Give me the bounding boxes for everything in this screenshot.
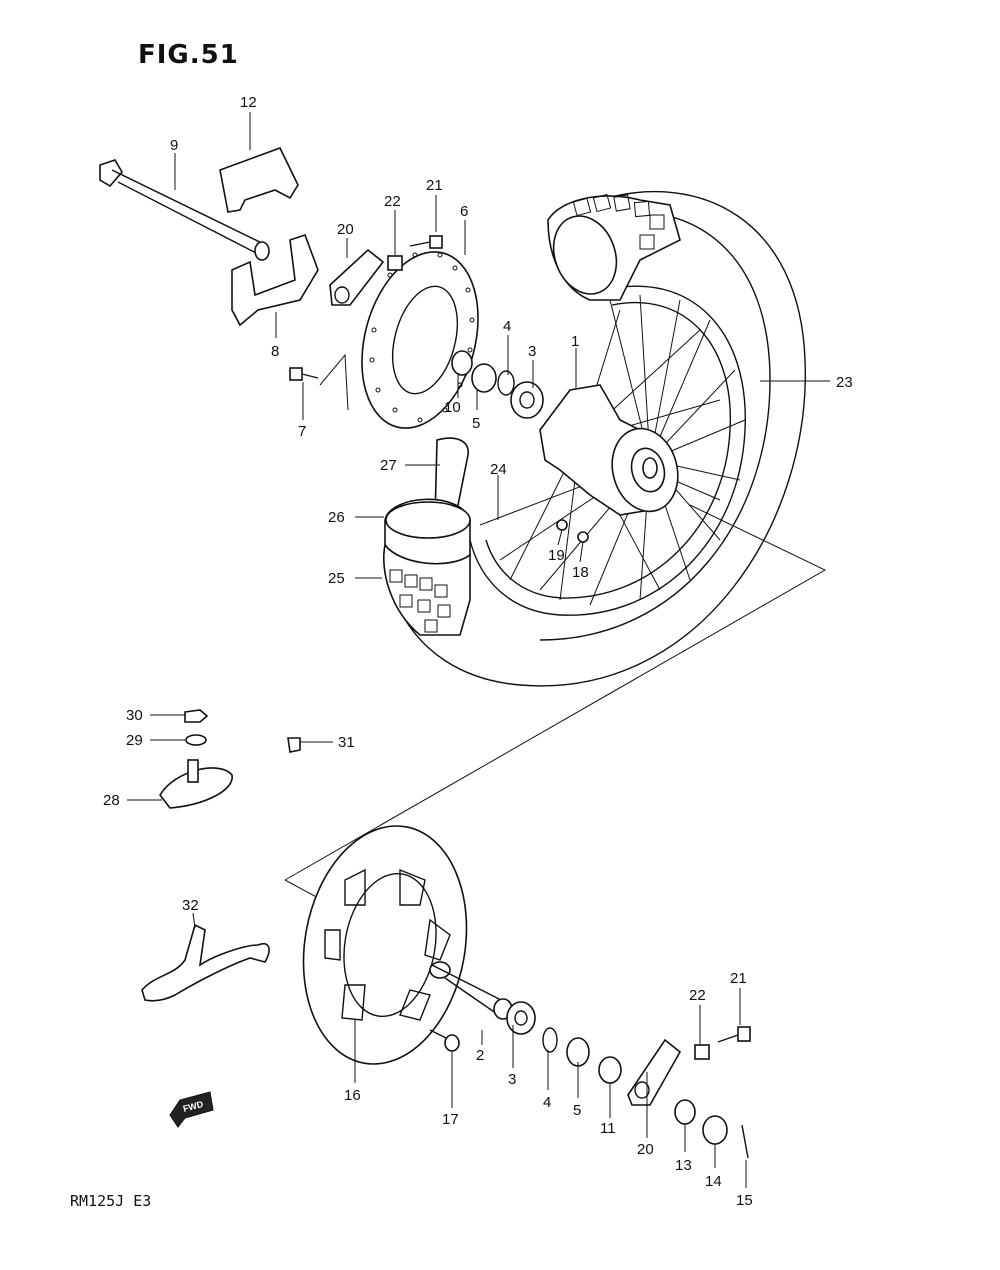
callout-29: 29 — [126, 732, 143, 749]
leader-lines — [127, 112, 830, 1188]
callout-31: 31 — [338, 734, 355, 751]
callout-4a: 4 — [503, 318, 511, 335]
callout-9: 9 — [170, 137, 178, 154]
circlip-upper — [497, 370, 515, 396]
callout-20a: 20 — [337, 221, 354, 238]
callout-16: 16 — [344, 1087, 361, 1104]
callout-8: 8 — [271, 343, 279, 360]
callout-22a: 22 — [384, 193, 401, 210]
tire-outline — [399, 191, 806, 687]
callout-4b: 4 — [543, 1094, 551, 1111]
caliper-bracket — [231, 233, 319, 327]
spoke-nut — [577, 531, 589, 543]
spanner-tool — [141, 923, 270, 1002]
cotter-pin — [741, 1124, 749, 1159]
callout-23: 23 — [836, 374, 853, 391]
callout-10: 10 — [444, 399, 461, 416]
axle-washer — [674, 1099, 696, 1125]
callout-18: 18 — [572, 564, 589, 581]
callout-27: 27 — [380, 457, 397, 474]
callout-32: 32 — [182, 897, 199, 914]
callout-15: 15 — [736, 1192, 753, 1209]
callout-7: 7 — [298, 423, 306, 440]
valve-nut — [184, 709, 209, 723]
forward-arrow-icon: FWD — [169, 1091, 214, 1128]
collar — [598, 1056, 622, 1084]
figure-title: FIG.51 — [138, 40, 239, 70]
bearing-lower — [506, 1001, 536, 1035]
tube-valve — [159, 759, 233, 809]
callout-28: 28 — [103, 792, 120, 809]
sprocket — [302, 825, 468, 1065]
callout-14: 14 — [705, 1173, 722, 1190]
spoke-nipple — [556, 519, 568, 531]
callout-2: 2 — [476, 1047, 484, 1064]
callout-17: 17 — [442, 1111, 459, 1128]
callout-3b: 3 — [508, 1071, 516, 1088]
disc-bolt — [289, 367, 319, 381]
oil-seal-upper — [471, 363, 497, 393]
bearing-upper — [510, 381, 544, 419]
adjuster-bolt-upper — [409, 235, 443, 249]
callout-13: 13 — [675, 1157, 692, 1174]
callout-24: 24 — [490, 461, 507, 478]
adjuster-bolt-lower — [717, 1026, 751, 1043]
model-code: RM125J E3 — [70, 1192, 152, 1210]
brake-disc — [361, 251, 479, 429]
disc-guard — [219, 147, 299, 213]
circlip-lower — [542, 1027, 558, 1053]
adjuster-nut-lower — [694, 1044, 710, 1060]
axle-nut — [702, 1115, 728, 1145]
callout-5a: 5 — [472, 415, 480, 432]
callout-12: 12 — [240, 94, 257, 111]
callout-6: 6 — [460, 203, 468, 220]
sprocket-bolt — [429, 1029, 460, 1052]
section-guide-lines — [284, 504, 827, 881]
chain-adjuster-lower — [627, 1038, 682, 1106]
callout-26: 26 — [328, 509, 345, 526]
callout-3a: 3 — [528, 343, 536, 360]
valve-cap — [287, 737, 301, 753]
callout-11: 11 — [600, 1120, 616, 1137]
callout-22b: 22 — [689, 987, 706, 1004]
callout-19: 19 — [548, 547, 565, 564]
axle — [99, 159, 270, 261]
spacer — [451, 350, 473, 376]
callout-21a: 21 — [426, 177, 443, 194]
rear-wheel-assembly — [382, 191, 806, 687]
callout-1: 1 — [571, 333, 579, 350]
callout-25: 25 — [328, 570, 345, 587]
callout-20b: 20 — [637, 1141, 654, 1158]
callout-30: 30 — [126, 707, 143, 724]
valve-washer — [185, 734, 207, 746]
adjuster-nut-upper — [387, 255, 403, 271]
chain-adjuster-upper — [329, 248, 385, 306]
callout-5b: 5 — [573, 1102, 581, 1119]
oil-seal-lower — [566, 1037, 590, 1067]
callout-labels: 1 2 3 3 4 4 5 5 6 7 8 9 10 11 12 13 14 1… — [103, 94, 853, 1209]
rim — [469, 285, 746, 616]
callout-21b: 21 — [730, 970, 747, 987]
